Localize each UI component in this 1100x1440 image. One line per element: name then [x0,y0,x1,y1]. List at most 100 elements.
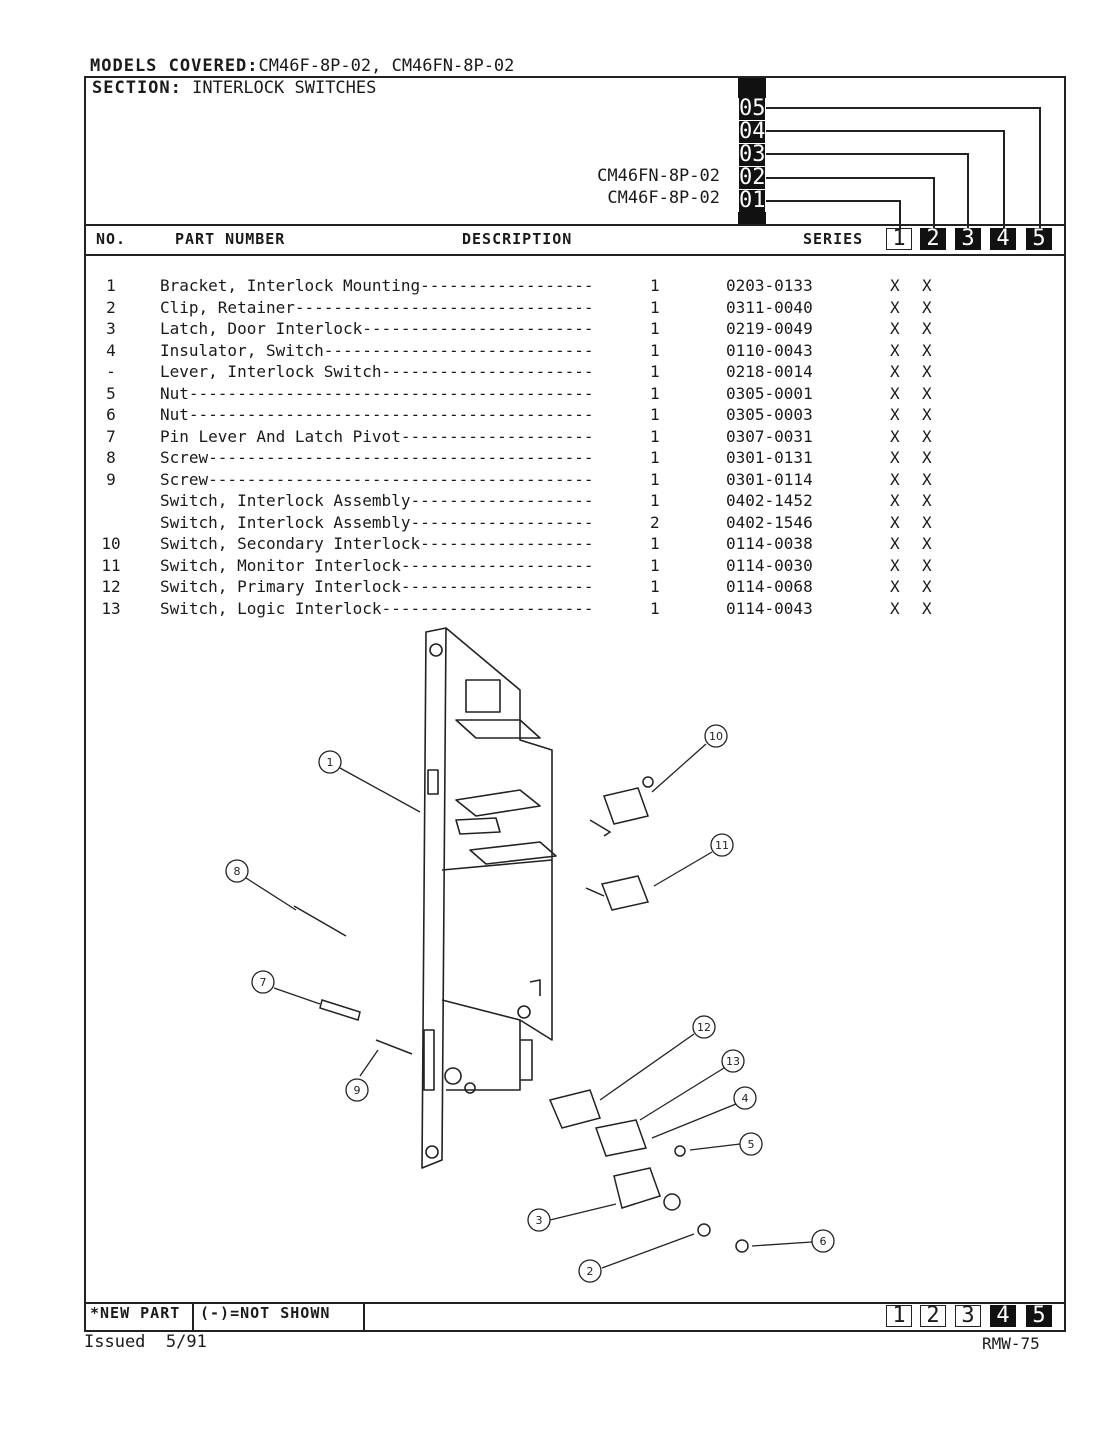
row-qty: 1 [650,577,660,596]
row-part-number: 0305-0003 [726,405,813,424]
series-code-03: 03 [739,142,766,167]
footer-divider-2 [363,1302,365,1330]
series-key-cap [738,78,766,98]
row-qty: 2 [650,512,660,532]
callout-7-label: 7 [260,976,267,989]
footer-not-shown: (-)=NOT SHOWN [200,1304,331,1322]
pivot-pin [319,999,361,1021]
row-part-number: 0203-0133 [726,276,813,295]
row-no: 7 [106,426,116,446]
callout-13 [721,1049,745,1073]
row-series-2: X [922,276,932,295]
row-qty: 1 [650,340,660,360]
row-part-number: 0301-0114 [726,469,813,489]
section-value: INTERLOCK SWITCHES [192,78,377,98]
row-series-2: X [922,534,932,553]
callout-3 [527,1208,551,1232]
mounting-bracket-plate [421,627,447,1169]
row-part-number: 0218-0014 [726,362,813,381]
row-no: 8 [106,448,116,467]
row-qty: 1 [650,534,660,553]
row-series-1: X [890,383,900,403]
row-no: 6 [106,405,116,424]
column-header-bottom-rule [84,254,1066,256]
row-no: 11 [101,555,121,575]
row-desc: Pin Lever And Latch Pivot---------------… [160,426,594,446]
secondary-interlock-switch [603,787,649,825]
row-no: 10 [101,534,121,553]
callout-12 [692,1015,716,1039]
callout-8-label: 8 [234,865,241,878]
row-series-1: X [890,426,900,446]
row-part-number: 0110-0043 [726,340,813,360]
row-series-2: X [922,297,932,317]
row-desc: Latch, Door Interlock-------------------… [160,319,594,338]
page-frame [84,76,1066,1332]
retainer-clip [697,1223,711,1237]
row-no: 1 [106,276,116,295]
row-series-1: X [890,577,900,596]
row-series-1: X [890,362,900,381]
footer-series-5: 5 [1026,1305,1052,1327]
series-code-01: 01 [739,188,766,213]
callout-6 [811,1229,835,1253]
row-part-number: 0219-0049 [726,319,813,338]
row-qty: 1 [650,319,660,338]
series-model-02: CM46FN-8P-02 [597,166,720,186]
row-no: 12 [101,577,121,596]
row-no: 5 [106,383,116,403]
series-head-2: 2 [920,228,946,250]
row-qty: 1 [650,598,660,618]
door-interlock-latch [613,1167,661,1209]
row-series-1: X [890,405,900,424]
row-desc: Clip, Retainer--------------------------… [160,297,594,317]
row-series-2: X [922,512,932,532]
row-series-1: X [890,555,900,575]
callout-9 [345,1078,369,1102]
row-part-number: 0402-1546 [726,512,813,532]
footer-divider-1 [192,1302,194,1330]
row-series-2: X [922,405,932,424]
callout-1-label: 1 [327,756,334,769]
callout-8 [225,859,249,883]
section-title: SECTION: INTERLOCK SWITCHES [92,78,376,98]
row-qty: 1 [650,491,660,510]
bracket-slot [427,769,439,795]
row-qty: 1 [650,405,660,424]
row-desc: Lever, Interlock Switch-----------------… [160,362,594,381]
series-key-base [738,212,766,224]
row-part-number: 0301-0131 [726,448,813,467]
exploded-diagram: 1 2 3 4 5 6 7 8 9 10 11 12 13 [225,627,835,1283]
row-series-2: X [922,383,932,403]
col-description: DESCRIPTION [462,230,573,248]
row-series-1: X [890,319,900,338]
callout-3-label: 3 [536,1214,543,1227]
models-covered-label: MODELS COVERED: [90,56,259,76]
row-desc: Screw-----------------------------------… [160,469,594,489]
row-desc: Switch, Logic Interlock-----------------… [160,598,594,618]
row-series-1: X [890,534,900,553]
row-qty: 1 [650,448,660,467]
row-no: - [106,362,116,381]
screw-9 [375,1039,413,1055]
bracket-side-panel [445,627,553,1091]
nut-5 [674,1145,686,1157]
callout-2 [578,1259,602,1283]
models-covered: MODELS COVERED:CM46F-8P-02, CM46FN-8P-02 [90,56,514,76]
row-part-number: 0114-0068 [726,577,813,596]
col-series: SERIES [803,230,864,248]
callout-2-label: 2 [587,1265,594,1278]
callout-9-label: 9 [354,1084,361,1097]
row-desc: Switch, Monitor Interlock---------------… [160,555,594,575]
row-series-2: X [922,426,932,446]
logic-interlock-switch [595,1119,647,1157]
section-label: SECTION: [92,78,182,98]
callout-7 [251,970,275,994]
row-series-1: X [890,276,900,295]
row-qty: 1 [650,297,660,317]
row-desc: Switch, Interlock Assembly--------------… [160,491,594,510]
callout-11 [710,833,734,857]
footer-series-1: 1 [886,1305,912,1327]
row-series-1: X [890,491,900,510]
row-desc: Switch, Interlock Assembly--------------… [160,512,594,532]
